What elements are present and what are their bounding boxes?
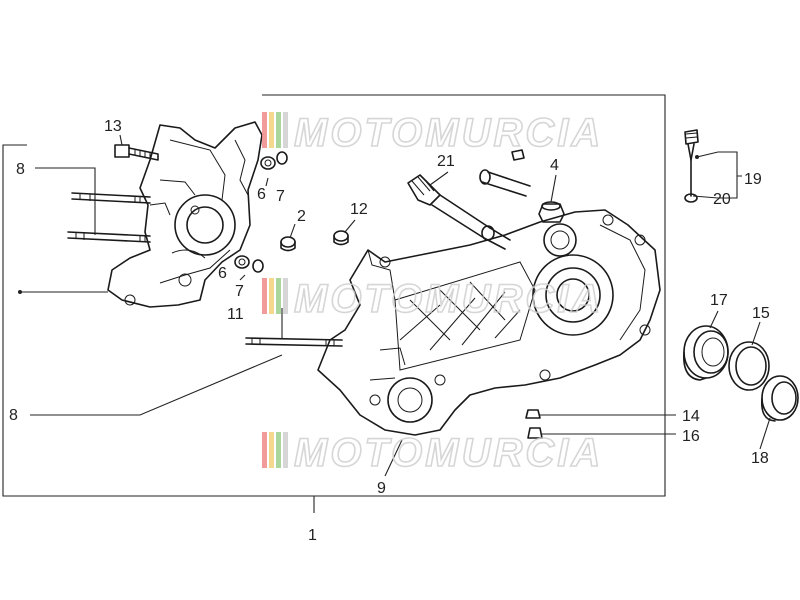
- watermark-group: MOTOMURCIA MOTOMURCIA MOTOMURCIA: [262, 110, 603, 476]
- dowel-pin-2: [280, 236, 296, 252]
- watermark-text: MOTOMURCIA: [294, 277, 603, 321]
- label-6-upper: 6: [257, 186, 266, 203]
- watermark-stripe: [276, 112, 281, 148]
- label-15: 15: [752, 305, 770, 322]
- label-6-lower: 6: [218, 265, 227, 282]
- watermark-stripe: [262, 278, 267, 314]
- label-18: 18: [751, 450, 769, 467]
- callout-labels: 13 8 6 7 2 12 21 4 19 20 6 7 11 17 15 8 …: [9, 118, 770, 544]
- label-9: 9: [377, 480, 386, 497]
- washers-6-7: [234, 151, 288, 273]
- plug-14: [525, 409, 541, 419]
- watermark-stripe: [283, 278, 288, 314]
- watermark-text: MOTOMURCIA: [294, 111, 603, 155]
- label-16: 16: [682, 428, 700, 445]
- label-7-lower: 7: [235, 283, 244, 300]
- watermark-stripe: [269, 278, 274, 314]
- label-17: 17: [710, 292, 728, 309]
- watermark-logo: MOTOMURCIA: [262, 430, 603, 476]
- oil-seal-18: [760, 375, 799, 422]
- watermark-stripe: [269, 432, 274, 468]
- bracket-19-20: [718, 151, 742, 199]
- right-crankcase-half: [317, 209, 661, 436]
- label-1: 1: [308, 527, 317, 544]
- watermark-stripe: [283, 432, 288, 468]
- label-8-upper: 8: [16, 161, 25, 178]
- watermark-logo: MOTOMURCIA: [262, 110, 603, 156]
- watermark-stripe: [276, 432, 281, 468]
- label-13: 13: [104, 118, 122, 135]
- stud-8-upper: [67, 192, 151, 243]
- watermark-text: MOTOMURCIA: [294, 431, 603, 475]
- label-4: 4: [550, 157, 559, 174]
- watermark-stripe: [276, 278, 281, 314]
- watermark-stripe: [283, 112, 288, 148]
- watermark-stripe: [269, 112, 274, 148]
- circlip-15: [728, 341, 770, 391]
- bolt-16: [527, 427, 543, 439]
- label-14: 14: [682, 408, 700, 425]
- label-11: 11: [227, 306, 244, 323]
- leader-lines: [20, 134, 771, 477]
- dipstick-19-20: [684, 129, 699, 203]
- watermark-logo: MOTOMURCIA: [262, 276, 603, 322]
- left-crankcase-half: [107, 121, 263, 308]
- dowel-pin-12: [333, 230, 349, 246]
- label-19: 19: [744, 171, 762, 188]
- stud-8-lower: [245, 337, 343, 347]
- bolt-13: [114, 144, 159, 161]
- label-8-lower: 8: [9, 407, 18, 424]
- label-21: 21: [437, 153, 455, 170]
- assembly-bracket-1: [2, 94, 666, 497]
- label-20: 20: [713, 191, 731, 208]
- watermark-stripe: [262, 112, 267, 148]
- label-12: 12: [350, 201, 368, 218]
- bearing-17: [683, 325, 729, 381]
- label-7-upper: 7: [276, 188, 285, 205]
- label-2: 2: [297, 208, 306, 225]
- watermark-stripe: [262, 432, 267, 468]
